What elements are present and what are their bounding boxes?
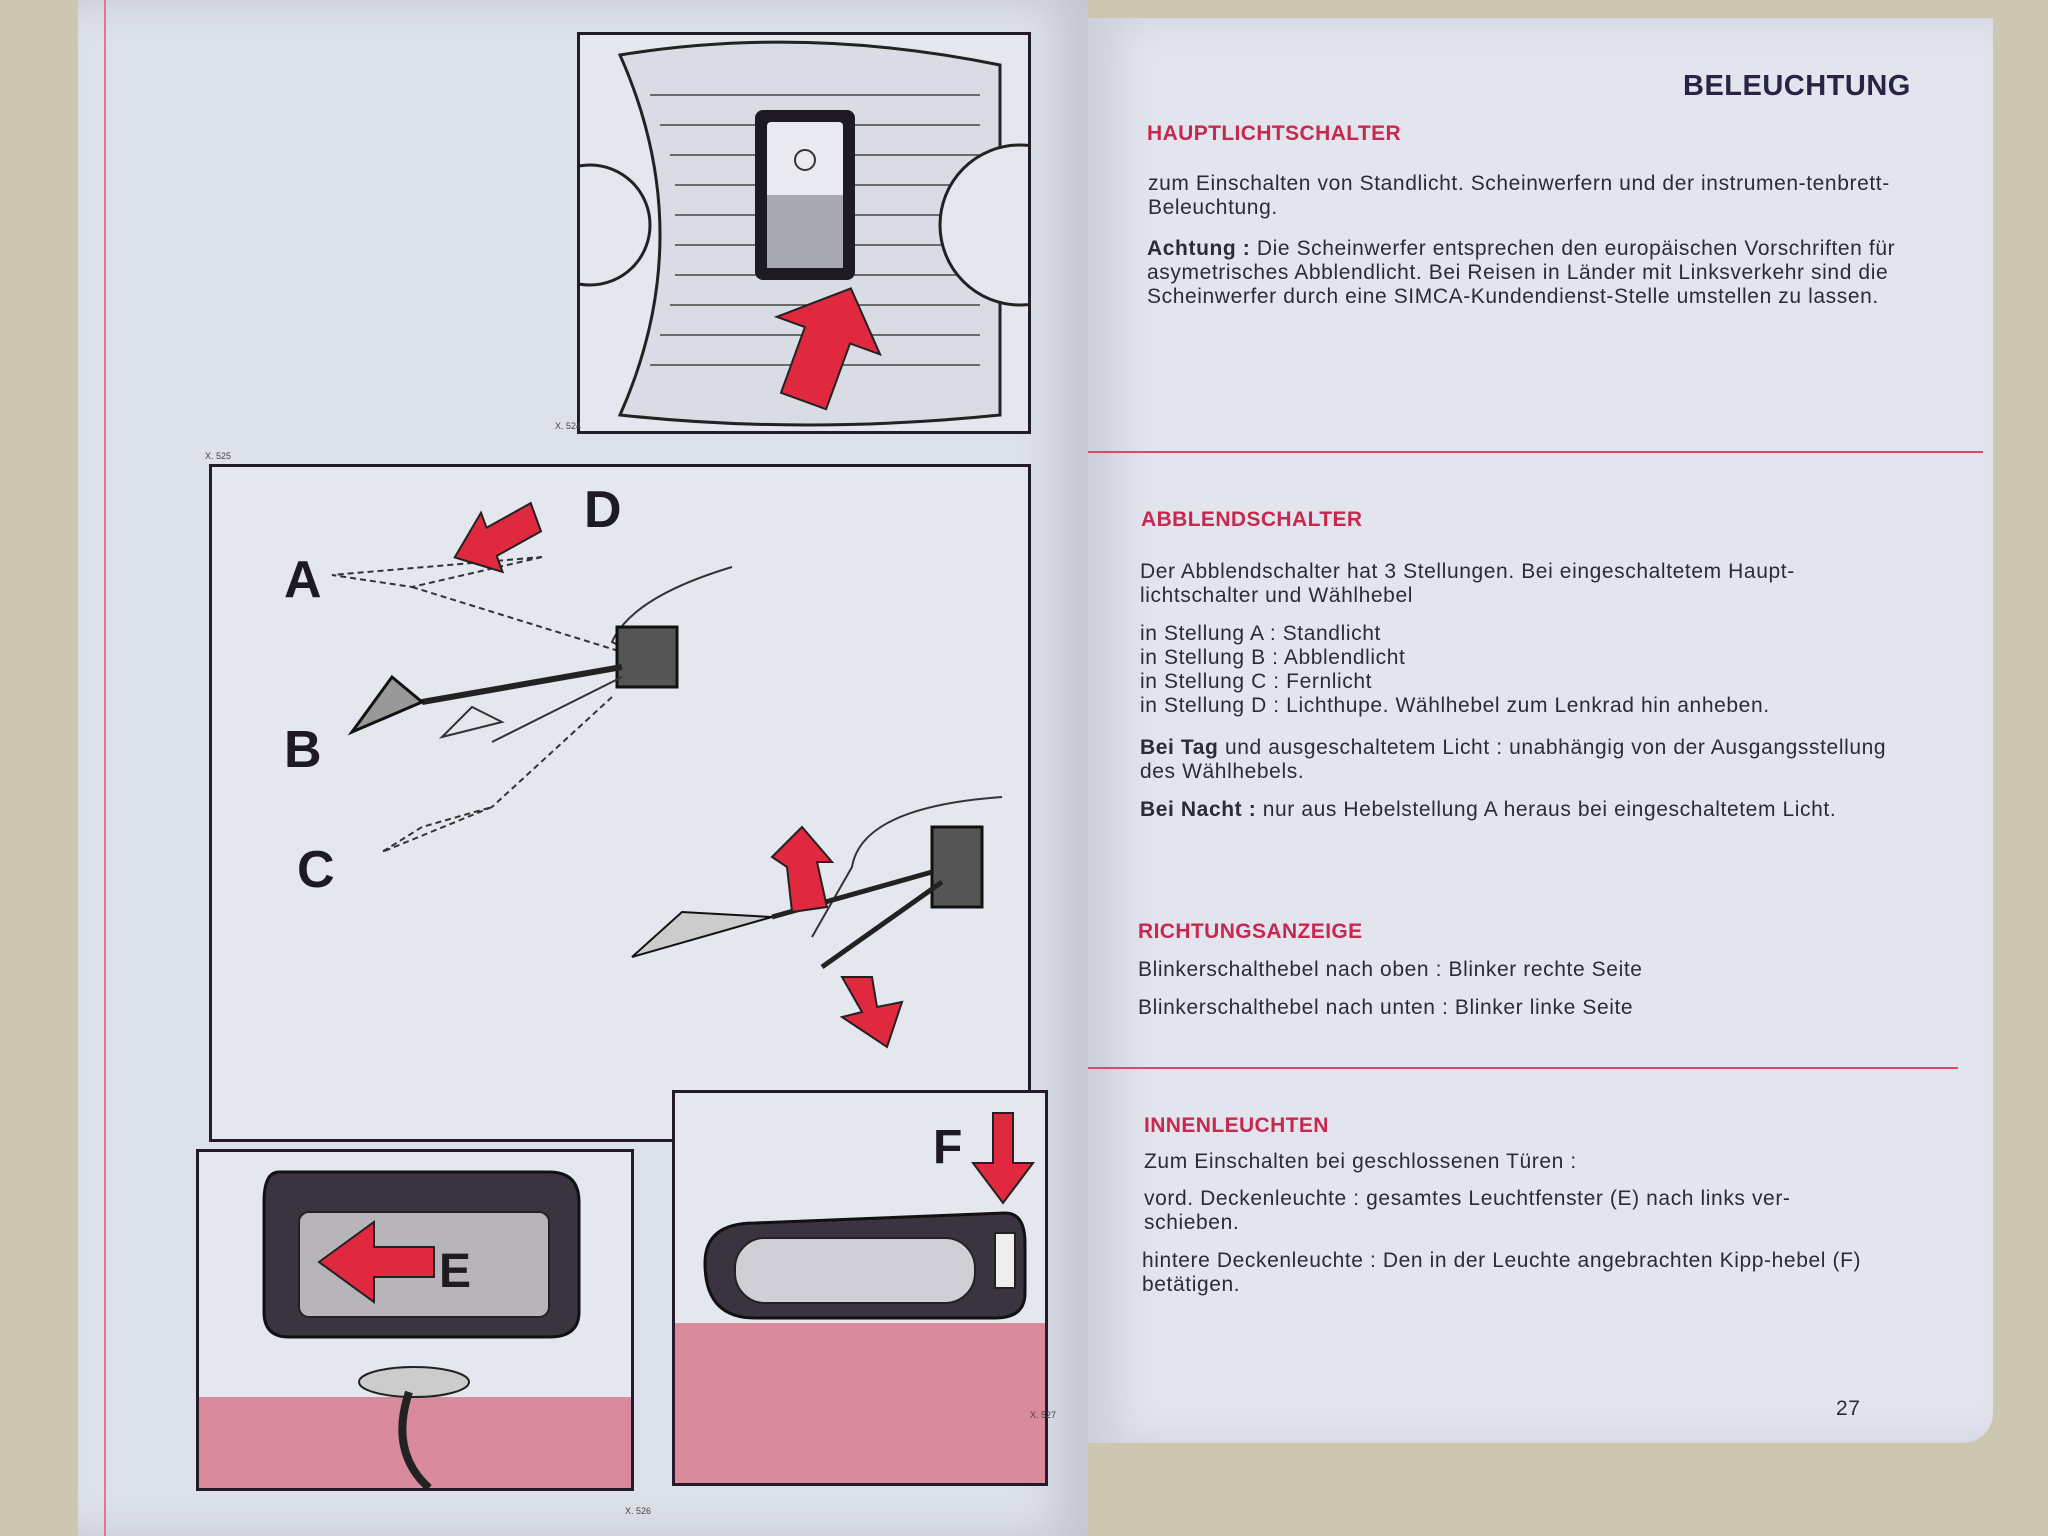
switch-illustration	[580, 40, 1028, 427]
position-letter-e: E	[439, 1245, 471, 1298]
rear-light-illustration: F	[675, 1112, 1045, 1483]
margin-line	[104, 0, 106, 1536]
night-text: nur aus Hebelstellung A heraus bei einge…	[1262, 798, 1837, 821]
figure-front-interior-light: E	[196, 1149, 634, 1491]
section-heading: RICHTUNGSANZEIGE	[1138, 920, 1363, 943]
section-line: Blinkerschalthebel nach oben : Blinker r…	[1138, 958, 1643, 981]
section-divider	[1088, 451, 1983, 453]
section-divider	[1088, 1067, 1958, 1069]
position-item: in Stellung C : Fernlicht	[1140, 670, 1373, 693]
page-title: BELEUCHTUNG	[1683, 70, 1911, 102]
lever-illustration: A B C D	[284, 481, 1003, 1049]
figure-label: X. 524	[555, 421, 582, 431]
right-page	[1088, 18, 1993, 1443]
night-label: Bei Nacht :	[1140, 798, 1257, 821]
page-number: 27	[1836, 1397, 1861, 1420]
section-text: Zum Einschalten bei geschlossenen Türen …	[1144, 1150, 1577, 1173]
section-heading: INNENLEUCHTEN	[1144, 1114, 1329, 1137]
position-letter-a: A	[284, 551, 322, 609]
figure-label: X. 525	[205, 451, 232, 461]
position-letter-c: C	[297, 841, 335, 899]
section-line: Blinkerschalthebel nach unten : Blinker …	[1138, 996, 1634, 1019]
position-item: in Stellung D : Lichthupe. Wählhebel zum…	[1140, 694, 1770, 717]
position-letter-d: D	[584, 481, 622, 539]
night-note: Bei Nacht : nur aus Hebelstellung A hera…	[1140, 798, 1900, 822]
day-label: Bei Tag	[1140, 736, 1219, 759]
section-heading: ABBLENDSCHALTER	[1141, 508, 1363, 531]
day-note: Bei Tag und ausgeschaltetem Licht : unab…	[1140, 736, 1900, 784]
figure-main-light-switch	[577, 32, 1031, 434]
figure-rear-interior-light: F	[672, 1090, 1048, 1486]
figure-label: X. 526	[625, 1506, 652, 1516]
section-text: hintere Deckenleuchte : Den in der Leuch…	[1142, 1249, 1862, 1296]
figure-dip-switch: A B C D	[209, 464, 1031, 1142]
warning-note: Achtung : Die Scheinwerfer entsprechen d…	[1147, 237, 1907, 309]
front-light-illustration: E	[199, 1170, 631, 1488]
position-list: in Stellung A : Standlicht in Stellung B…	[1140, 622, 1920, 718]
section-text: zum Einschalten von Standlicht. Scheinwe…	[1148, 172, 1890, 219]
section-text: Der Abblendschalter hat 3 Stellungen. Be…	[1140, 560, 1795, 607]
figure-label: X. 527	[1030, 1410, 1057, 1420]
position-item: in Stellung A : Standlicht	[1140, 622, 1381, 645]
day-text: und ausgeschaltetem Licht : unabhängig v…	[1140, 736, 1887, 783]
warning-label: Achtung :	[1147, 237, 1251, 260]
position-letter-f: F	[933, 1121, 962, 1174]
position-item: in Stellung B : Abblendlicht	[1140, 646, 1406, 669]
section-text: vord. Deckenleuchte : gesamtes Leuchtfen…	[1144, 1187, 1791, 1234]
position-letter-b: B	[284, 721, 322, 779]
section-heading: HAUPTLICHTSCHALTER	[1147, 122, 1402, 145]
warning-text: Die Scheinwerfer entsprechen den europäi…	[1147, 237, 1896, 308]
